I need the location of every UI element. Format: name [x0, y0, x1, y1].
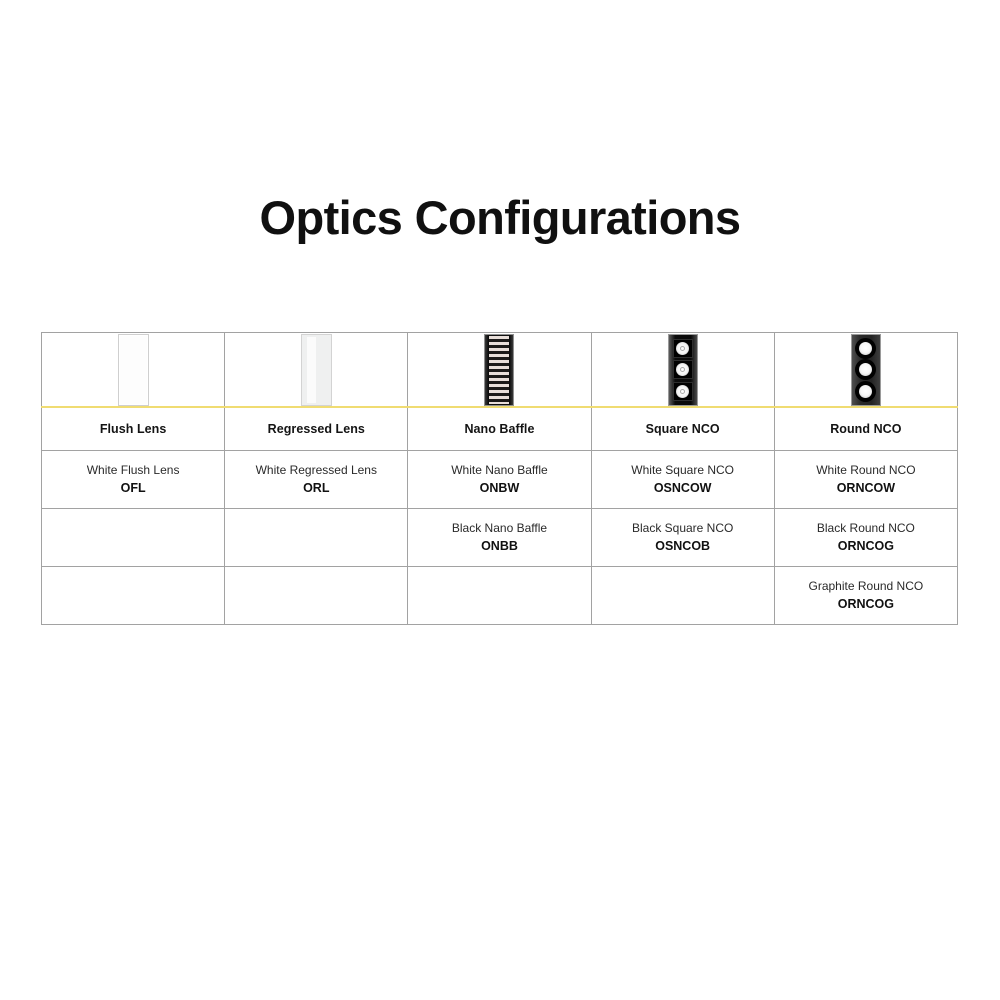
- option-description: White Round NCO: [816, 462, 916, 477]
- column-header-row: Flush Lens Regressed Lens Nano Baffle Sq…: [40, 407, 959, 451]
- option-description: Graphite Round NCO: [808, 578, 924, 593]
- option-code: ONBB: [481, 539, 518, 554]
- option-code: ORNCOG: [837, 597, 894, 612]
- image-cell-regressed-lens: [224, 332, 409, 408]
- option-cell-regressed-lens-1: White Regressed Lens ORL: [224, 450, 409, 509]
- nano-baffle-rail-right: [509, 335, 514, 405]
- table-row: Black Nano Baffle ONBB Black Square NCO …: [40, 508, 959, 567]
- page-title: Optics Configurations: [259, 191, 742, 244]
- option-code: OSNCOB: [655, 539, 711, 554]
- option-code: ORNCOW: [836, 481, 896, 496]
- optics-configurations-table: Flush Lens Regressed Lens Nano Baffle Sq…: [40, 332, 959, 625]
- option-description: White Square NCO: [631, 462, 734, 477]
- option-cell-round-nco-2: Black Round NCO ORNCOG: [773, 508, 959, 567]
- regressed-lens-photo: [300, 334, 332, 406]
- image-cell-round-nco: [773, 332, 959, 408]
- option-cell-flush-lens-3: [40, 566, 226, 625]
- column-header-square-nco: Square NCO: [590, 407, 775, 451]
- table-row: White Flush Lens OFL White Regressed Len…: [40, 450, 959, 509]
- flush-lens-photo: [117, 334, 149, 406]
- option-cell-regressed-lens-3: [224, 566, 409, 625]
- nano-baffle-photo: [484, 334, 515, 406]
- option-cell-regressed-lens-2: [224, 508, 409, 567]
- option-cell-flush-lens-1: White Flush Lens OFL: [40, 450, 226, 509]
- square-nco-aperture: [672, 381, 693, 401]
- round-nco-photo: [850, 334, 881, 406]
- option-cell-nano-baffle-2: Black Nano Baffle ONBB: [407, 508, 592, 567]
- option-cell-round-nco-3: Graphite Round NCO ORNCOG: [773, 566, 959, 625]
- nano-baffle-slats: [489, 336, 510, 404]
- round-nco-aperture: [855, 338, 877, 360]
- option-code: ORNCOG: [837, 539, 894, 554]
- square-nco-aperture: [672, 360, 693, 380]
- option-description: White Flush Lens: [86, 462, 180, 477]
- square-nco-photo: [667, 334, 698, 406]
- option-description: Black Nano Baffle: [451, 520, 548, 535]
- column-header-round-nco: Round NCO: [773, 407, 959, 451]
- round-nco-aperture: [855, 380, 877, 402]
- option-cell-square-nco-2: Black Square NCO OSNCOB: [590, 508, 775, 567]
- column-header-regressed-lens: Regressed Lens: [224, 407, 409, 451]
- column-header-flush-lens: Flush Lens: [40, 407, 226, 451]
- option-code: ONBW: [479, 481, 520, 496]
- option-cell-flush-lens-2: [40, 508, 226, 567]
- product-image-row: [40, 332, 959, 408]
- option-code: OSNCOW: [653, 481, 712, 496]
- square-nco-aperture: [672, 339, 693, 359]
- option-description: White Nano Baffle: [451, 462, 548, 477]
- image-cell-flush-lens: [40, 332, 226, 408]
- option-cell-nano-baffle-1: White Nano Baffle ONBW: [407, 450, 592, 509]
- option-cell-nano-baffle-3: [407, 566, 592, 625]
- round-nco-aperture: [855, 359, 877, 381]
- column-header-nano-baffle: Nano Baffle: [407, 407, 592, 451]
- option-cell-round-nco-1: White Round NCO ORNCOW: [773, 450, 959, 509]
- option-cell-square-nco-1: White Square NCO OSNCOW: [590, 450, 775, 509]
- option-description: White Regressed Lens: [255, 462, 377, 477]
- image-cell-nano-baffle: [407, 332, 592, 408]
- table-row: Graphite Round NCO ORNCOG: [40, 566, 959, 625]
- image-cell-square-nco: [590, 332, 775, 408]
- option-cell-square-nco-3: [590, 566, 775, 625]
- option-code: ORL: [303, 481, 330, 496]
- nano-baffle-rail-left: [485, 335, 490, 405]
- option-code: OFL: [120, 481, 146, 496]
- option-description: Black Square NCO: [631, 520, 734, 535]
- option-description: Black Round NCO: [816, 520, 915, 535]
